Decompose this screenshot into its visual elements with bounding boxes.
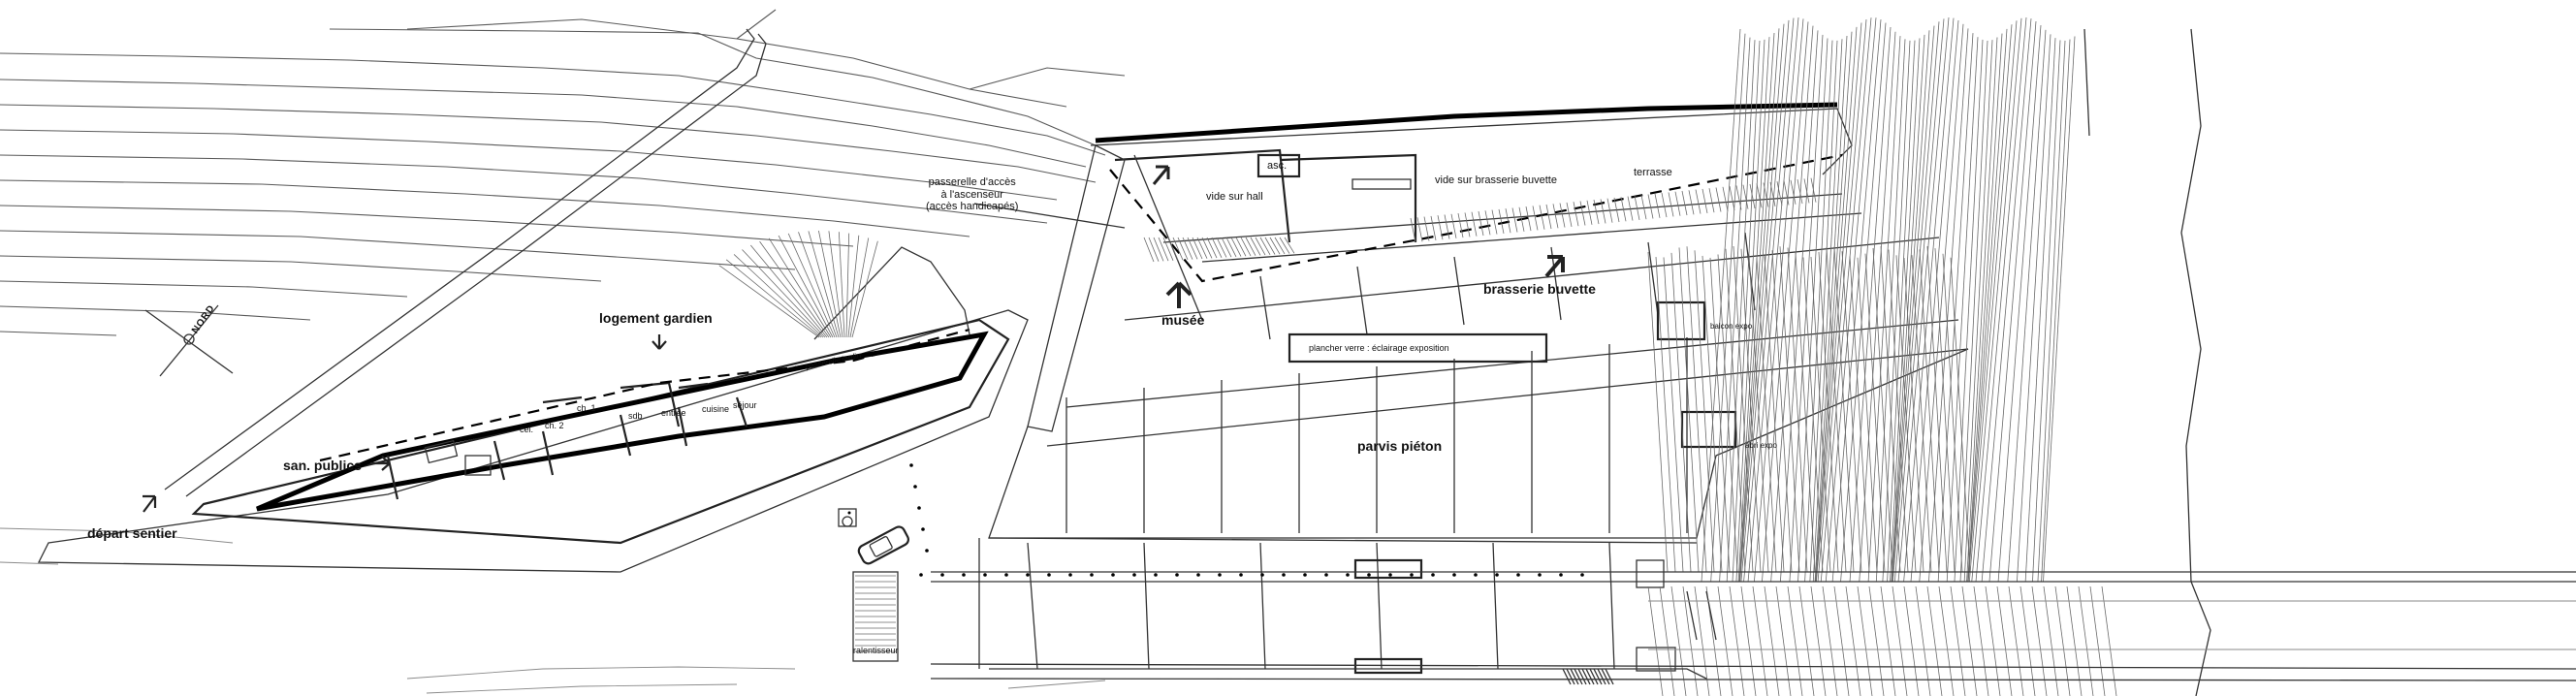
- label-room-cel: cel.: [520, 425, 534, 434]
- label-musee: musée: [1161, 312, 1205, 328]
- label-vide-sur-brasserie: vide sur brasserie buvette: [1435, 174, 1557, 186]
- cliff-hatching: [1647, 16, 2117, 696]
- river-banks: [2083, 28, 2211, 696]
- label-depart-sentier: départ sentier: [87, 525, 177, 541]
- speed-bump: [852, 571, 899, 662]
- label-room-ch1: ch. 1: [577, 403, 596, 413]
- arrow-depart-sentier: [143, 494, 157, 513]
- label-san-publics: san. publics: [283, 458, 362, 473]
- road: [930, 571, 2576, 681]
- label-balcon-expo: balcon expo: [1710, 322, 1753, 331]
- label-abri-expo: abri expo: [1745, 441, 1777, 450]
- label-room-entree: entrée: [661, 408, 686, 418]
- label-vide-sur-hall: vide sur hall: [1206, 191, 1263, 203]
- label-parvis-pieton: parvis piéton: [1357, 438, 1443, 454]
- label-terrasse: terrasse: [1634, 167, 1672, 178]
- logement-gardien-walls: [256, 331, 989, 512]
- access-path-logement: [319, 328, 970, 462]
- label-plancher-verre: plancher verre : éclairage exposition: [1309, 343, 1449, 353]
- logement-platform: [37, 309, 1029, 573]
- arrow-elevator: [1152, 165, 1170, 185]
- contour-lines: [0, 9, 1126, 694]
- label-logement-gardien: logement gardien: [599, 310, 713, 326]
- label-room-sdb: sdb: [628, 411, 643, 421]
- trail: [164, 28, 767, 497]
- wheelchair-icon: [838, 508, 857, 527]
- label-room-cuisine: cuisine: [702, 404, 730, 414]
- arrow-musee: [1165, 281, 1193, 308]
- label-ascenseur: asc.: [1267, 160, 1288, 172]
- car-icon: [857, 525, 909, 565]
- north-arrow-icon: [144, 304, 234, 377]
- label-brasserie-buvette: brasserie buvette: [1483, 281, 1596, 297]
- label-ralentisseur: ralentisseur: [853, 646, 899, 655]
- label-passerelle-ascenseur: passerelle d'accès à l'ascenseur (accès …: [926, 176, 1019, 213]
- label-room-ch2: ch. 2: [545, 421, 564, 430]
- arrow-logement-gardien: [652, 334, 667, 350]
- garden-stairs: [718, 230, 970, 340]
- label-room-sejour: séjour: [733, 400, 757, 410]
- bollard-line: [909, 463, 1584, 577]
- leader-line: [973, 203, 1126, 229]
- road-stairs: [1562, 668, 1614, 685]
- arrow-brasserie: [1544, 255, 1565, 278]
- arrow-san-publics: [370, 456, 391, 471]
